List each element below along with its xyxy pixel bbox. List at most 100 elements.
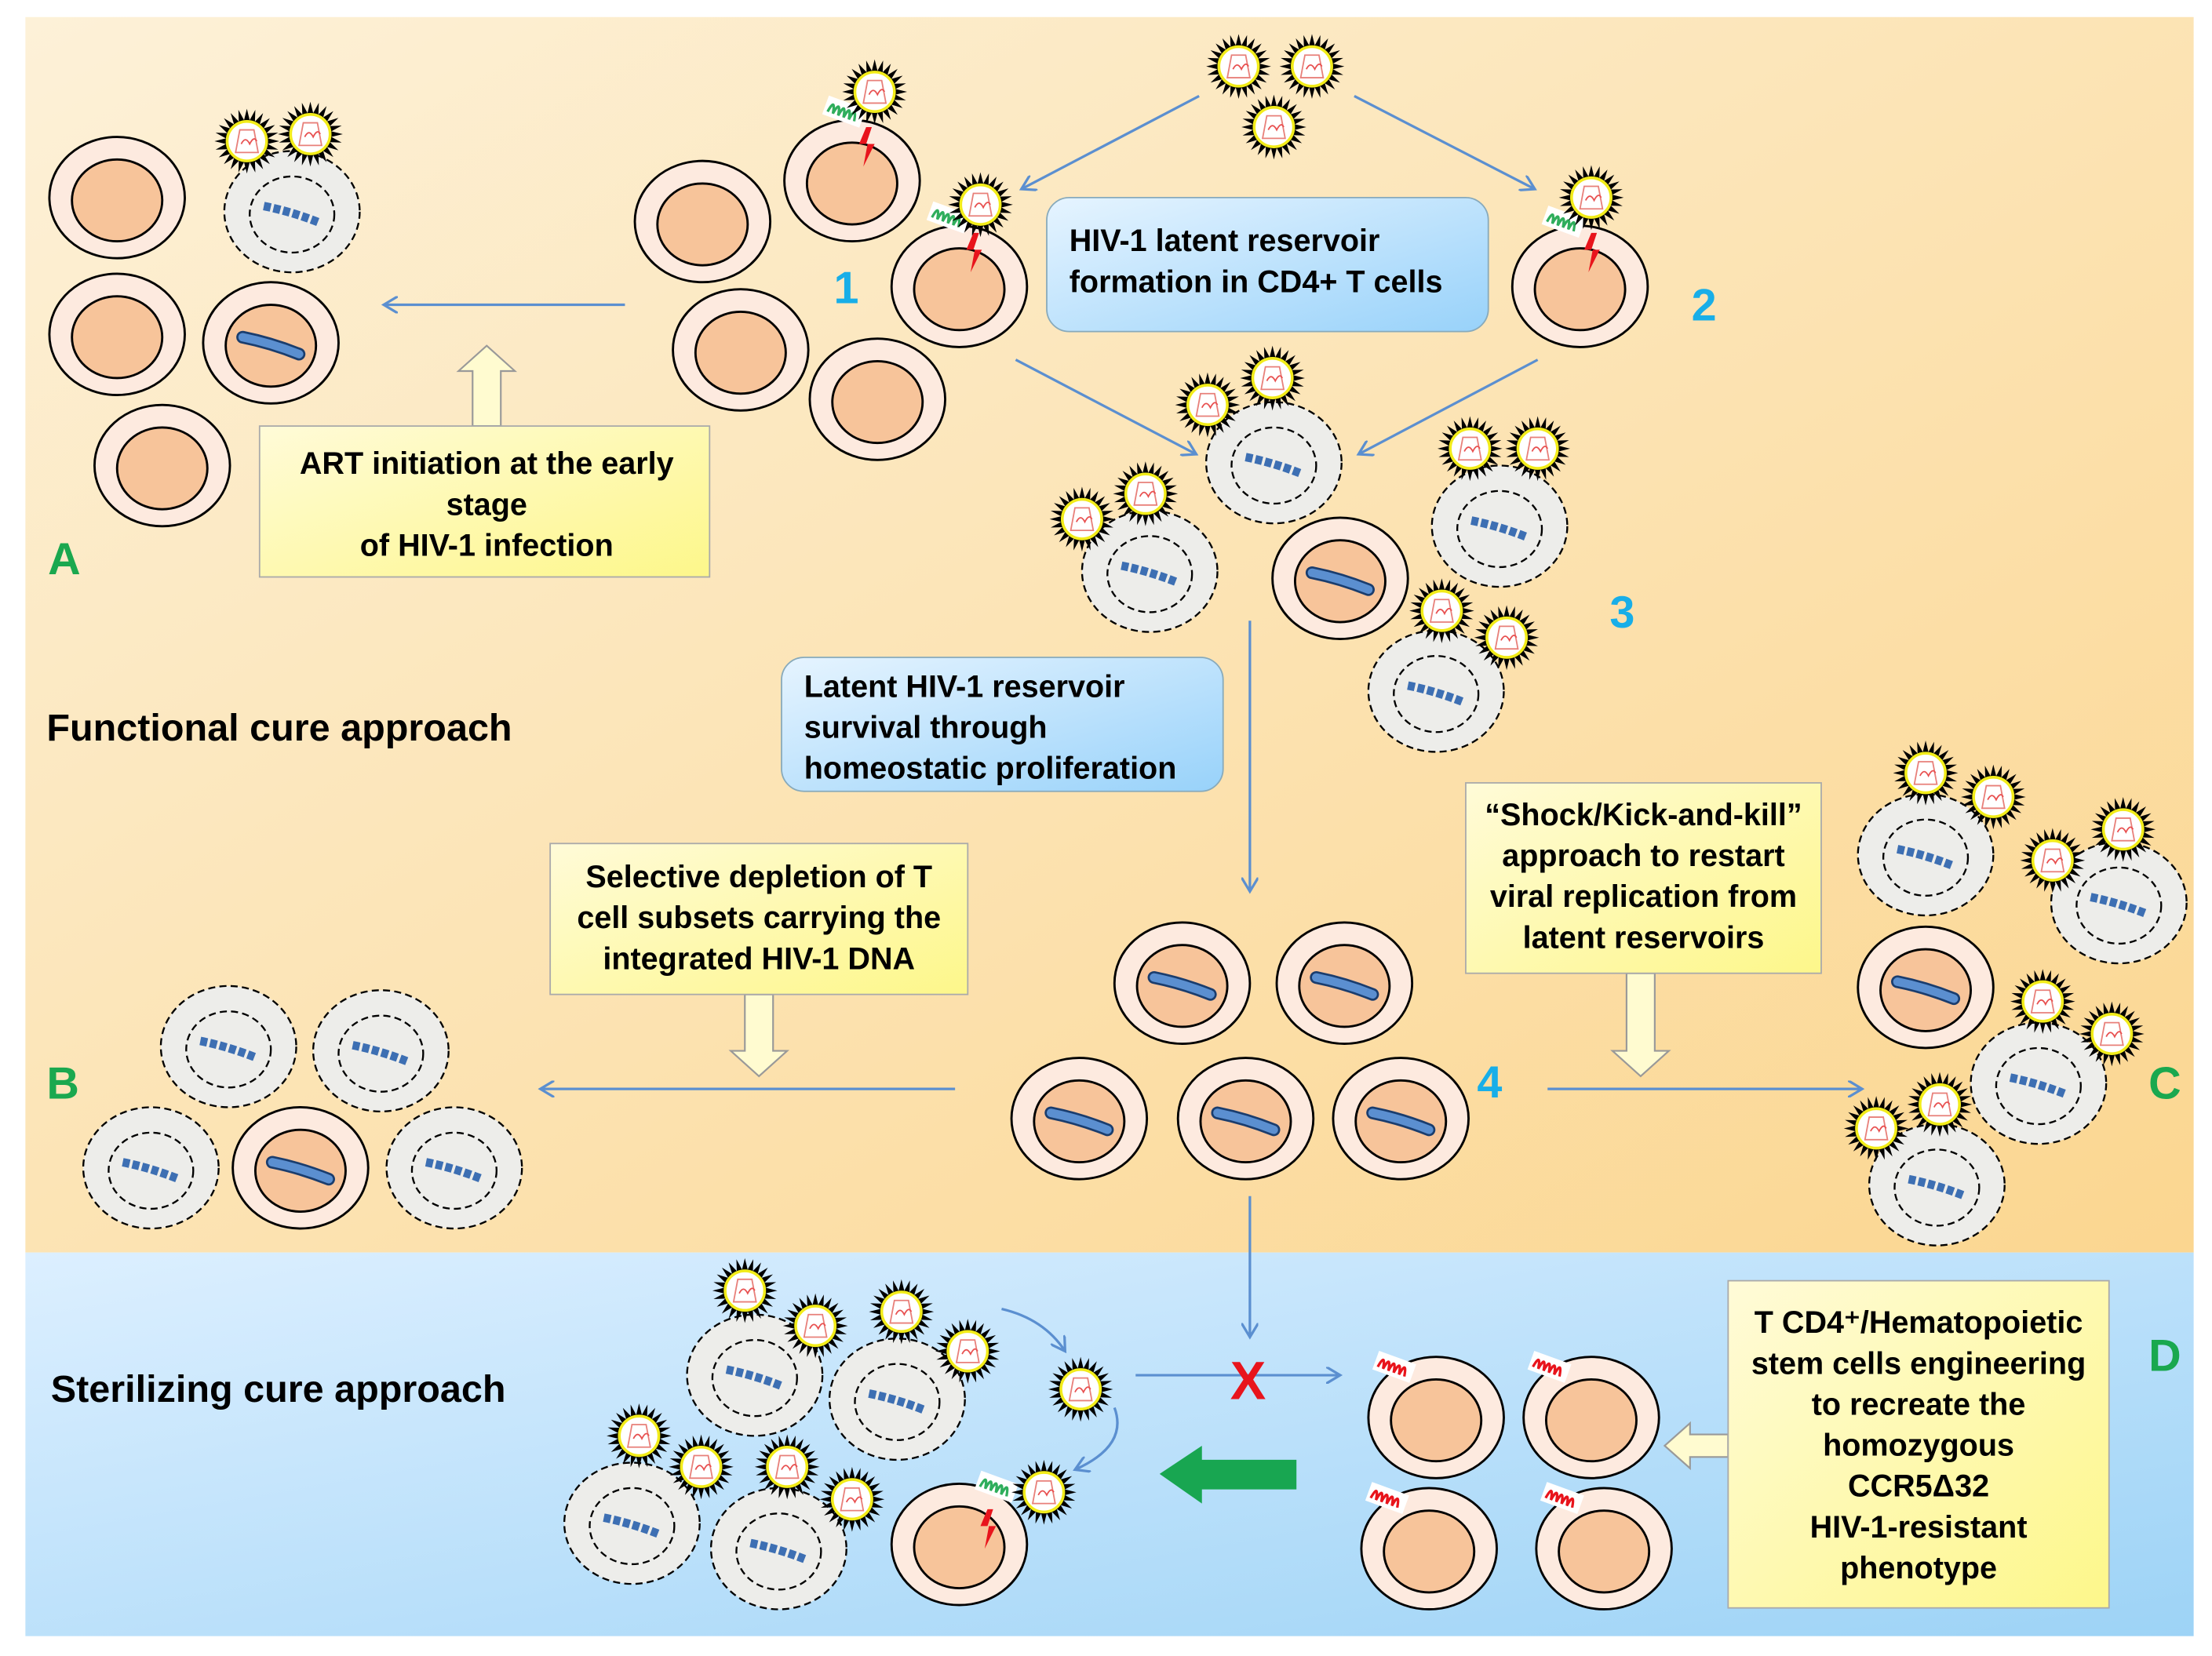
step-4: 4	[1477, 1057, 1502, 1108]
capsid	[1226, 54, 1251, 78]
ccr5-delta32-receptor-icon	[1372, 1350, 1416, 1383]
flow-arrow	[1015, 358, 1196, 454]
hiv-virion-icon	[1113, 461, 1179, 526]
capsid	[1927, 1092, 1952, 1117]
ccr5-delta32-receptor-icon	[1527, 1350, 1572, 1383]
ccr5-delta32-engineered-cell	[1535, 1487, 1673, 1611]
sterilizing-cure-label: Sterilizing cure approach	[51, 1368, 506, 1410]
capsid	[1070, 507, 1095, 532]
integrated-hiv-dna	[1407, 681, 1467, 707]
flow-arrow	[1354, 94, 1535, 189]
capsid	[1195, 392, 1220, 417]
capsid	[298, 122, 323, 147]
blocked-x-mark: X	[1230, 1352, 1266, 1411]
label-b: B	[46, 1059, 79, 1109]
hiv-virion-icon	[214, 108, 279, 174]
hiv-virion-icon	[1843, 1096, 1909, 1161]
nucleus	[805, 141, 898, 226]
capsid	[1133, 482, 1158, 506]
nucleus	[1544, 1378, 1638, 1463]
productively-infected-cell	[1080, 509, 1219, 633]
nucleus	[913, 247, 1006, 332]
capsid	[2030, 989, 2055, 1014]
fusion-bolt-icon	[966, 232, 982, 273]
capsid	[1261, 115, 1286, 140]
capsid	[1864, 1116, 1889, 1141]
hiv-virion-icon	[607, 1403, 672, 1469]
cd4-t-cell	[783, 118, 921, 243]
capsid	[1579, 185, 1604, 210]
nucleus	[115, 426, 209, 511]
capsid	[955, 1339, 980, 1363]
hiv-virion-icon	[819, 1466, 885, 1532]
integrated-hiv-dna	[725, 1365, 785, 1391]
integrated-hiv-dna	[263, 202, 323, 227]
capsid	[626, 1424, 651, 1448]
integrated-hiv-dna	[199, 1036, 259, 1062]
ccr5-delta32-engineered-cell	[1360, 1487, 1498, 1611]
integrated-hiv-dna	[603, 1513, 662, 1539]
latent-infected-cell	[1113, 921, 1252, 1046]
cd4-t-cell	[672, 288, 810, 412]
ccr5-delta32-engineered-cell	[1367, 1356, 1505, 1479]
capsid	[1299, 54, 1325, 78]
ccr5-delta32-receptor-icon	[1540, 1482, 1584, 1515]
integrated-hiv-dna	[352, 1041, 411, 1066]
capsid	[732, 1278, 757, 1303]
fusion-bolt-icon	[980, 1509, 997, 1549]
svg-text:“Shock/Kick-and-kill”approach: “Shock/Kick-and-kill”approach to restart…	[1485, 798, 1802, 955]
integrated-hiv-dna	[1121, 561, 1180, 587]
hiv-virion-icon	[712, 1257, 778, 1323]
hiv-virion-icon	[1558, 165, 1624, 231]
capsid	[774, 1454, 800, 1479]
hiv-virion-icon	[842, 59, 908, 125]
hiv-virion-icon	[782, 1293, 848, 1359]
productively-infected-cell	[1868, 1123, 2006, 1247]
ccr5-receptor-icon	[1541, 206, 1586, 238]
capsid	[1068, 1377, 1093, 1402]
label-a: A	[48, 534, 81, 584]
fusion-bolt-icon	[858, 126, 875, 167]
nucleus	[1390, 1378, 1483, 1463]
hiv-virion-icon	[948, 172, 1013, 238]
integrated-hiv-dna	[2090, 893, 2149, 919]
productively-infected-cell	[709, 1487, 847, 1611]
cd4-t-cell	[48, 272, 186, 397]
green-arrow-left	[1159, 1445, 1297, 1504]
step-2: 2	[1692, 280, 1717, 330]
productively-infected-cell	[1430, 464, 1569, 588]
capsid	[1031, 1479, 1056, 1505]
productively-infected-cell	[312, 989, 450, 1113]
hiv-virion-icon	[1048, 1356, 1113, 1422]
latent-infected-cell	[231, 1106, 370, 1230]
productively-infected-cell	[1204, 401, 1343, 525]
flow-arrow	[1022, 94, 1200, 189]
cd4-t-cell	[890, 1483, 1029, 1607]
nucleus	[1533, 247, 1627, 332]
integrated-hiv-dna	[1244, 453, 1304, 479]
nucleus	[831, 359, 924, 445]
integrated-hiv-dna	[1908, 1174, 1967, 1200]
nucleus	[1383, 1509, 1476, 1594]
productively-infected-cell	[1857, 793, 1995, 917]
capsid	[235, 129, 260, 154]
productively-infected-cell	[686, 1313, 824, 1437]
integrated-hiv-dna	[122, 1158, 181, 1184]
productively-infected-cell	[828, 1338, 966, 1461]
ccr5-delta32-engineered-cell	[1522, 1356, 1660, 1479]
shock-kill-box: “Shock/Kick-and-kill”approach to restart…	[1465, 782, 1822, 974]
capsid	[968, 192, 993, 217]
latent-infected-cell	[1271, 516, 1409, 641]
productively-infected-cell	[82, 1106, 220, 1230]
cd4-t-cell	[890, 224, 1029, 348]
step-1: 1	[834, 264, 859, 314]
cd4-t-cell	[48, 136, 186, 260]
integrated-hiv-dna	[1046, 1108, 1112, 1134]
capsid	[2040, 848, 2065, 873]
